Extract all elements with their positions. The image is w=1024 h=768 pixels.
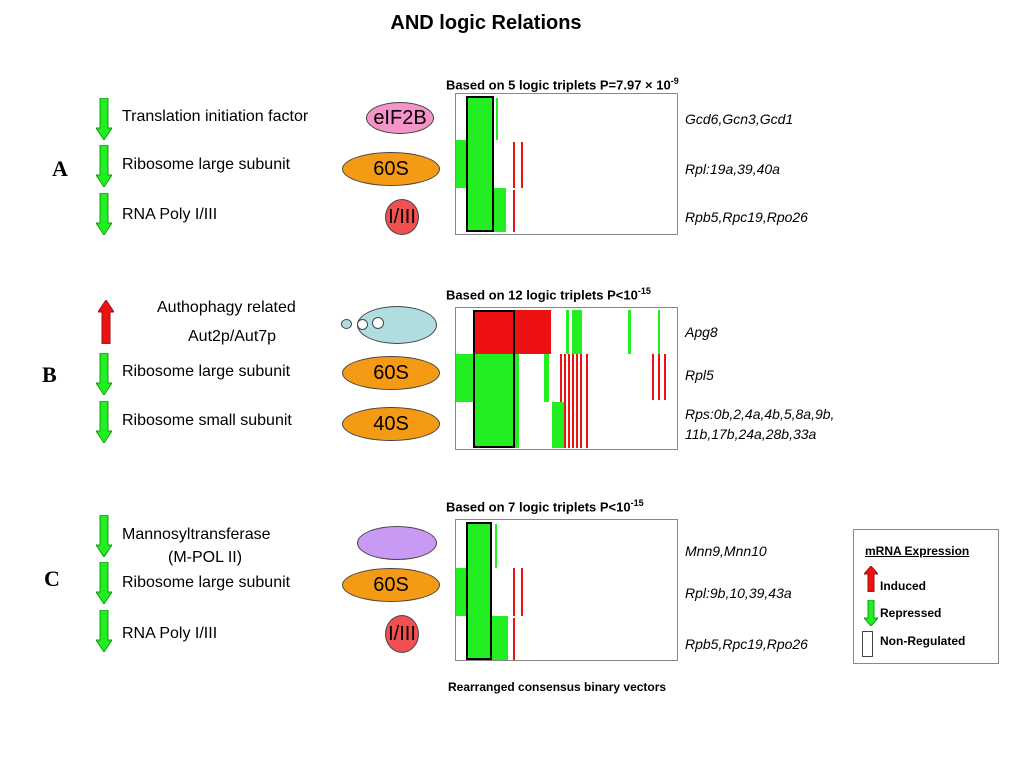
repressed-arrow-icon [96, 562, 112, 604]
induced-arrow-icon [864, 566, 878, 592]
page-title: AND logic Relations [390, 12, 582, 34]
chart-title: Based on 12 logic triplets P<10-15 [446, 286, 651, 303]
gene-list: Apg8 [685, 324, 718, 340]
vesicle-circle [372, 317, 384, 329]
legend-item-non-regulated: Non-Regulated [880, 634, 966, 648]
legend-item-repressed: Repressed [880, 606, 942, 620]
row-label: (M-POL II) [168, 549, 243, 566]
chart-title: Based on 5 logic triplets P=7.97 × 10-9 [446, 76, 679, 93]
gene-list: Rps:0b,2,4a,4b,5,8a,9b, [685, 406, 835, 422]
gene-list: Rpb5,Rpc19,Rpo26 [685, 636, 808, 652]
legend: mRNA Expression Induced Repressed Non-Re… [853, 529, 999, 664]
gene-list: Rpb5,Rpc19,Rpo26 [685, 209, 808, 225]
repressed-arrow-icon [96, 353, 112, 395]
induced-arrow-icon [98, 300, 114, 344]
60s-badge: 60S [342, 568, 440, 602]
heatmap-a [455, 93, 678, 235]
section-letter-a: A [52, 156, 68, 181]
autophagy-bubble [357, 306, 437, 344]
row-label: RNA Poly I/III [122, 206, 218, 223]
row-label: Ribosome large subunit [122, 574, 291, 591]
gene-list: Gcd6,Gcn3,Gcd1 [685, 111, 794, 127]
rna-poly-badge: I/III [385, 199, 419, 235]
repressed-arrow-icon [864, 600, 878, 626]
section-letter-c: C [44, 566, 60, 591]
legend-title: mRNA Expression [865, 544, 970, 558]
row-label: Authophagy related [157, 299, 296, 316]
gene-list: Rpl5 [685, 367, 714, 383]
legend-item-induced: Induced [880, 579, 927, 593]
repressed-arrow-icon [96, 193, 112, 235]
repressed-arrow-icon [96, 401, 112, 443]
row-label: Aut2p/Aut7p [188, 328, 277, 345]
repressed-arrow-icon [96, 145, 112, 187]
row-label: Ribosome large subunit [122, 156, 291, 173]
gene-list: Mnn9,Mnn10 [685, 543, 767, 559]
heatmap-b [455, 307, 678, 450]
40s-badge: 40S [342, 407, 440, 441]
mannosyltransferase-badge [357, 526, 437, 560]
row-label: RNA Poly I/III [122, 625, 218, 642]
non-regulated-swatch [862, 631, 873, 657]
repressed-arrow-icon [96, 610, 112, 652]
thought-bubble-dot [341, 319, 352, 329]
repressed-arrow-icon [96, 515, 112, 557]
row-label: Ribosome large subunit [122, 363, 291, 380]
rna-poly-badge: I/III [385, 615, 419, 653]
footer-caption: Rearranged consensus binary vectors [448, 680, 667, 694]
section-letter-b: B [42, 362, 57, 387]
row-label: Mannosyltransferase [122, 526, 271, 543]
chart-title: Based on 7 logic triplets P<10-15 [446, 498, 644, 515]
repressed-arrow-icon [96, 98, 112, 140]
row-label: Translation initiation factor [122, 108, 309, 125]
60s-badge: 60S [342, 152, 440, 186]
heatmap-c [455, 519, 678, 661]
vesicle-circle [357, 319, 368, 330]
gene-list: Rpl:9b,10,39,43a [685, 585, 792, 601]
row-label: Ribosome small subunit [122, 412, 292, 429]
gene-list: 11b,17b,24a,28b,33a [685, 426, 817, 442]
60s-badge: 60S [342, 356, 440, 390]
gene-list: Rpl:19a,39,40a [685, 161, 780, 177]
eif2b-badge: eIF2B [366, 102, 434, 134]
